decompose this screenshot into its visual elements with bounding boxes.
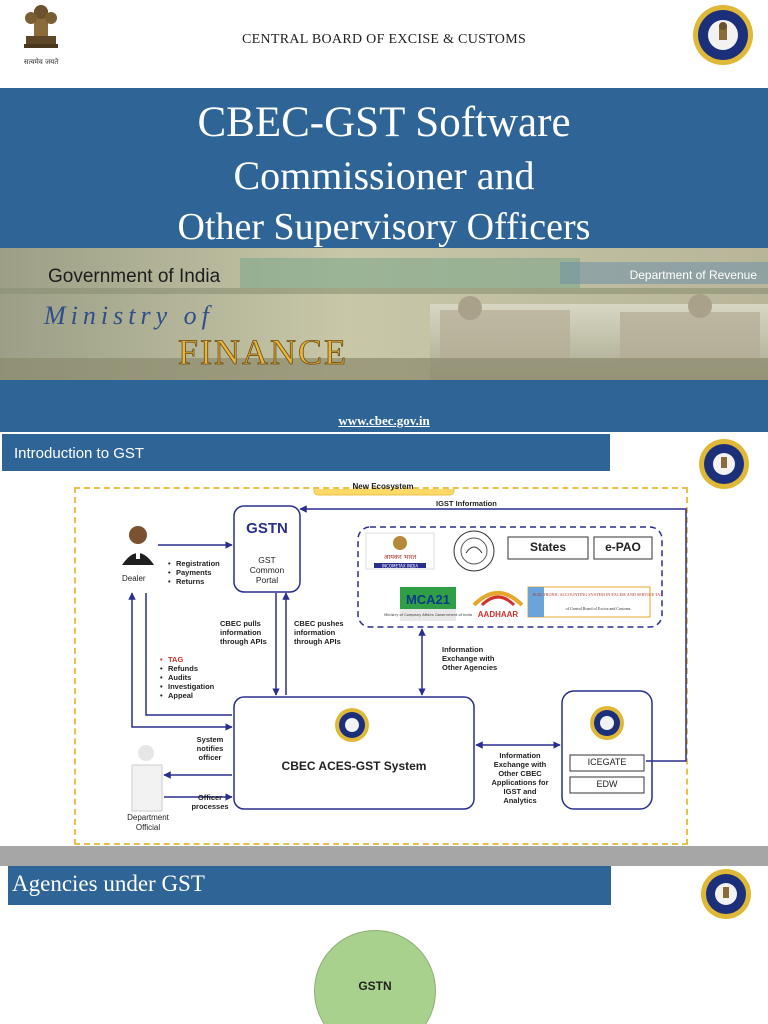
banner-dept-text: Department of Revenue — [630, 268, 758, 282]
mca21-logo-subtitle: Ministry of Company Affairs Government o… — [384, 613, 472, 617]
gst-portal-line-3: Portal — [255, 575, 279, 586]
title-line-2: Commissioner and — [233, 153, 535, 198]
ministry-banner-image: Government of India Department of Revenu… — [0, 248, 768, 380]
cbec-seal-icon — [692, 4, 754, 66]
officer-processes-line-2: processes — [191, 802, 229, 811]
info-exchange-line-2: Exchange with — [442, 654, 495, 663]
epao-label: e-PAO — [605, 540, 641, 554]
agencies-header: Agencies under GST — [8, 866, 611, 905]
diagram-banner: New Ecosystem — [352, 482, 414, 491]
cbec-pushes-line-2: information — [294, 628, 336, 637]
incometax-logo-english: INCOMETAX INDIA — [382, 564, 418, 569]
gst-portal-line-1: GST — [258, 555, 276, 565]
cbec-pulls-line-3: through APIs — [220, 637, 267, 646]
banner-finance-text: FINANCE — [178, 332, 348, 372]
info-exchange-line-1: Information — [442, 645, 484, 654]
intro-header-text: Introduction to GST — [14, 445, 145, 462]
dealer-label: Dealer — [122, 574, 146, 583]
cbec-seal-icon — [698, 438, 750, 490]
gstn-logo-icon: GSTN — [246, 515, 288, 537]
states-label: States — [529, 540, 567, 554]
system-notifies-line-1: System — [196, 735, 224, 744]
incometax-logo-icon: आयकर भारत INCOMETAX INDIA — [365, 532, 435, 570]
department-line-1: Department — [127, 813, 169, 822]
bullet-payments: •Payments — [168, 568, 212, 577]
info-exchange-2-line-4: Applications for — [491, 778, 549, 787]
bullet-audits: •Audits — [160, 673, 192, 682]
info-exchange-2-label: Information Exchange with Other CBEC App… — [484, 751, 556, 805]
left-bullets: •TAG •Refunds •Audits •Investigation •Ap… — [160, 655, 214, 700]
banner-ministry-text: Ministry of — [43, 301, 214, 330]
gstn-logo-text: GSTN — [246, 520, 288, 537]
info-exchange-label: Information Exchange with Other Agencies — [442, 645, 497, 672]
cbec-pushes-line-1: CBEC pushes — [294, 619, 344, 628]
mca21-logo-text: MCA21 — [406, 592, 450, 607]
title-slide: सत्यमेव जयते CENTRAL BOARD OF EXCISE & C… — [0, 0, 768, 432]
gst-ecosystem-diagram: GSTN आयकर भारत INCOMETAX INDIA M — [74, 482, 688, 845]
cbec-seal-icon — [700, 868, 752, 920]
url-band: www.cbec.gov.in — [0, 380, 768, 432]
info-exchange-2-line-2: Exchange with — [493, 760, 547, 769]
gst-portal-label: GST Common Portal — [234, 555, 300, 586]
department-official-label: Department Official — [116, 813, 180, 832]
aadhaar-logo-text: AADHAAR — [478, 610, 519, 619]
intro-slide: Introduction to GST — [0, 432, 768, 846]
gst-portal-line-2: Common — [249, 565, 285, 576]
bullet-refunds: •Refunds — [160, 664, 198, 673]
dealer-icon — [122, 526, 154, 565]
official-icon — [131, 745, 163, 812]
board-name: CENTRAL BOARD OF EXCISE & CUSTOMS — [241, 32, 527, 47]
system-notifies-label: System notifies officer — [192, 735, 228, 762]
emblem-motto: सत्यमेव जयते — [24, 57, 59, 66]
info-exchange-line-3: Other Agencies — [442, 663, 498, 672]
department-line-2: Official — [135, 822, 161, 832]
aces-system-label: CBEC ACES-GST System — [281, 759, 427, 773]
cbec-pulls-line-2: information — [220, 628, 262, 637]
title-band: CBEC-GST Software Commissioner and Other… — [0, 88, 768, 248]
eas-logo-title: ELECTRONIC ACCOUNTING SYSTEM IN EXCISE A… — [533, 592, 664, 597]
igst-info-label: IGST Information — [436, 499, 497, 508]
agencies-slide: Agencies under GST GSTN — [0, 866, 768, 1024]
edw-label: EDW — [596, 779, 618, 789]
slide-divider — [0, 846, 768, 866]
title-line-3: Other Supervisory Officers — [177, 206, 591, 248]
system-notifies-line-3: officer — [198, 753, 222, 762]
eas-logo-subtitle: of Central Board of Excise and Customs — [566, 606, 631, 611]
banner-gov-text: Government of India — [48, 266, 221, 287]
info-exchange-2-line-5: IGST and — [503, 787, 537, 796]
cbec-pushes-label: CBEC pushes information through APIs — [294, 619, 344, 646]
info-exchange-2-line-6: Analytics — [503, 796, 537, 805]
website-link[interactable]: www.cbec.gov.in — [338, 413, 430, 428]
info-exchange-2-line-3: Other CBEC — [498, 769, 542, 778]
bullet-registration: •Registration — [168, 559, 220, 568]
agencies-header-text: Agencies under GST — [12, 871, 205, 896]
eas-logo-icon: ELECTRONIC ACCOUNTING SYSTEM IN EXCISE A… — [527, 586, 664, 618]
dealer-bullets: •Registration •Payments •Returns — [168, 559, 220, 586]
aces-seal-icon — [335, 708, 369, 742]
incometax-logo-text: आयकर भारत — [384, 553, 417, 561]
officer-processes-label: Officer processes — [190, 793, 230, 811]
gstn-label: GSTN — [358, 979, 392, 993]
gstn-circle: GSTN — [314, 930, 436, 1024]
bullet-returns: •Returns — [168, 577, 205, 586]
cbec-pulls-line-1: CBEC pulls — [220, 619, 261, 628]
bullet-appeal: •Appeal — [160, 691, 194, 700]
info-exchange-2-line-1: Information — [499, 751, 541, 760]
bullet-investigation: •Investigation — [160, 682, 215, 691]
rbi-seal-icon — [453, 530, 495, 572]
title-line-1: CBEC-GST Software — [197, 99, 571, 146]
icegate-label: ICEGATE — [587, 757, 627, 767]
bullet-tag: •TAG — [160, 655, 184, 664]
aadhaar-logo-icon: AADHAAR — [472, 591, 524, 619]
officer-processes-line-1: Officer — [197, 793, 223, 802]
system-notifies-line-2: notifies — [196, 744, 224, 753]
mca21-logo-icon: MCA21 Ministry of Company Affairs Govern… — [384, 587, 472, 621]
ashoka-emblem-icon: सत्यमेव जयते — [16, 0, 66, 68]
cbec-pulls-label: CBEC pulls information through APIs — [220, 619, 267, 646]
customs-seal-icon — [590, 706, 624, 740]
cbec-pushes-line-3: through APIs — [294, 637, 341, 646]
intro-header: Introduction to GST — [2, 434, 610, 471]
